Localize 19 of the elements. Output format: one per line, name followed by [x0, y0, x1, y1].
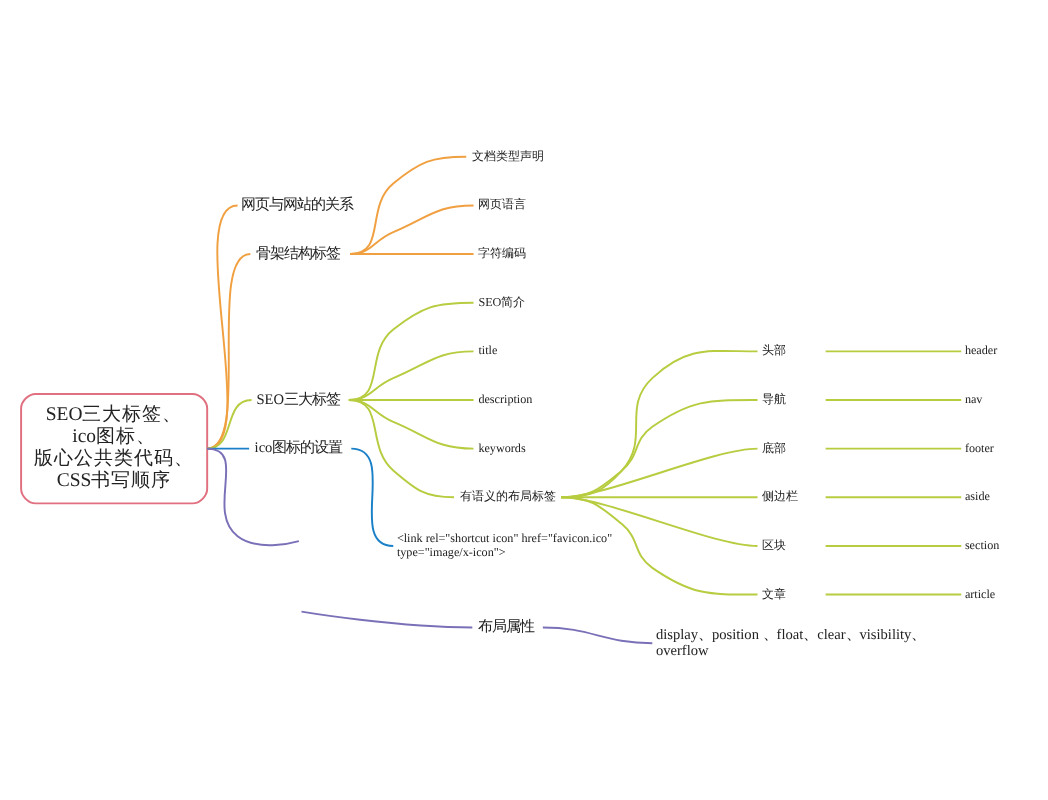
connector [824, 350, 963, 353]
node-box: SEO三大标签、ico图标、版心公共类代码、CSS书写顺序 [20, 392, 209, 505]
connector [350, 447, 395, 547]
connector [560, 447, 759, 499]
connector [824, 399, 963, 401]
connector [560, 496, 759, 596]
connector [300, 610, 474, 629]
connector [560, 496, 759, 547]
connector [824, 593, 963, 596]
connector [824, 496, 963, 499]
connector [347, 399, 456, 499]
connector [560, 349, 759, 499]
connector [349, 253, 475, 256]
connector [824, 544, 963, 547]
connector [560, 399, 759, 499]
connector [541, 626, 654, 645]
connector [349, 204, 475, 256]
connector [560, 496, 759, 499]
connector [824, 447, 963, 450]
